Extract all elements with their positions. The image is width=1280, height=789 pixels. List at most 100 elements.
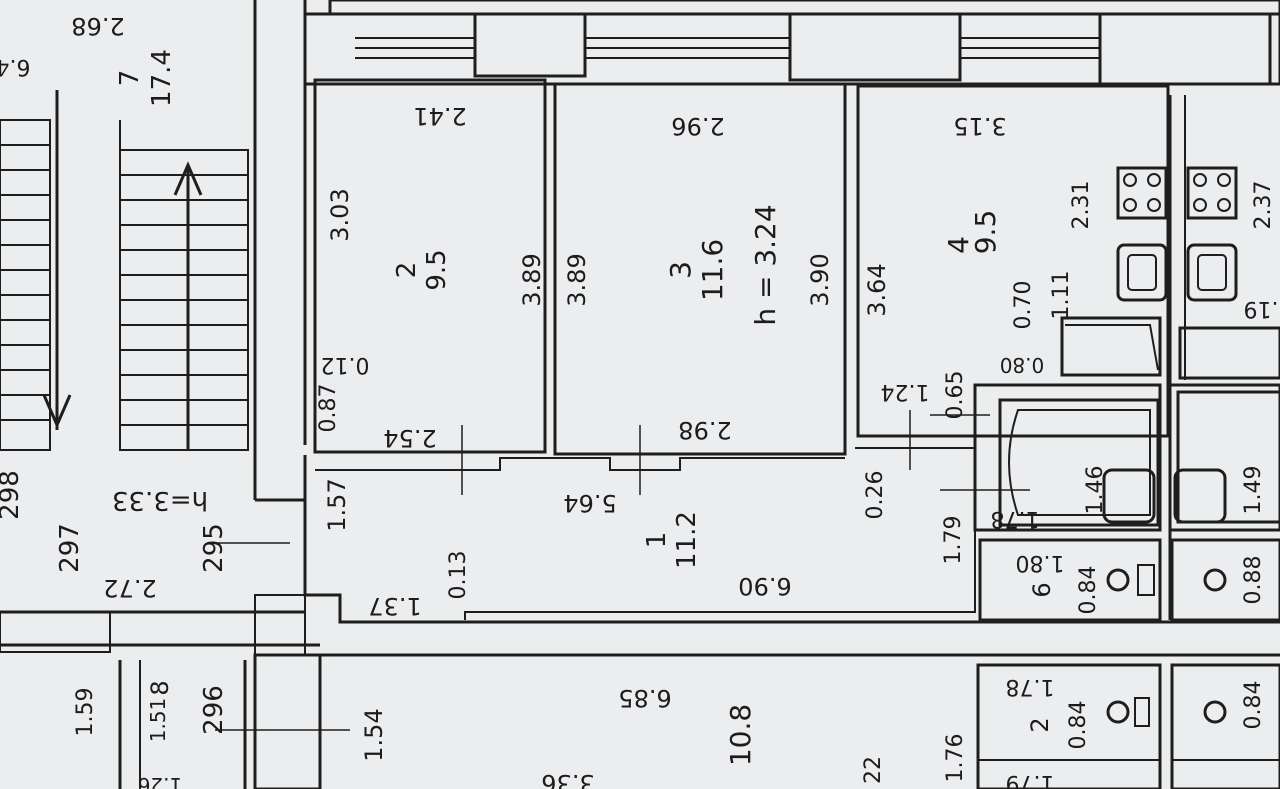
room-2-dim: 2.41 xyxy=(413,102,466,130)
room-1-dim: 0.13 xyxy=(446,551,471,600)
right-dim: 0.88 xyxy=(1241,556,1266,605)
mark: 296 xyxy=(199,685,229,735)
room-2-area: 9.5 xyxy=(422,249,452,290)
washbasin-icon xyxy=(1102,468,1227,524)
right-dim: 1.19 xyxy=(1244,296,1280,321)
room-4-walls xyxy=(856,84,1170,438)
room-2-walls xyxy=(313,78,547,454)
pier-1 xyxy=(473,12,587,78)
stair-area: 17.4 xyxy=(147,49,177,107)
lower-dim: 0.84 xyxy=(1066,701,1091,750)
room-4-dim: 0.80 xyxy=(1000,353,1045,377)
room-2-dim: 0.12 xyxy=(321,352,370,377)
dimension-ticks xyxy=(215,410,1030,731)
window-3 xyxy=(960,37,1100,59)
sink-icon xyxy=(1116,243,1238,302)
room-3-walls xyxy=(553,82,847,456)
room-2-number: 2 xyxy=(392,262,422,279)
mark: 1.59 xyxy=(73,688,98,737)
room-6-dim: 0.84 xyxy=(1076,566,1101,615)
pier-2 xyxy=(788,12,962,82)
staircase xyxy=(0,90,249,451)
stair-labels: 2.68 6.40 7 17.4 h=3.33 2.72 xyxy=(0,12,208,602)
arrow-down-icon xyxy=(42,90,72,430)
room-4: 3.15 3.64 1.24 0.65 0.80 0.70 4 9.5 xyxy=(863,112,1044,419)
right-unit: 2.37 1.19 1.49 0.88 0.84 xyxy=(1241,181,1280,730)
lower-unit: 6.85 10.8 1.54 1.78 0.84 2 3.36 1.79 1.7… xyxy=(360,674,1091,789)
room-2-dim: 3.03 xyxy=(326,188,354,241)
room-3-dim: 2.98 xyxy=(678,416,731,444)
room-5-dim: 1.78 xyxy=(991,506,1040,531)
room-2: 3.03 2.41 3.89 0.12 0.87 2.54 2 9.5 xyxy=(316,102,546,452)
room-1-dim: 0.26 xyxy=(863,471,888,520)
pier-3 xyxy=(1098,12,1272,86)
room-5: 1.11 2.31 1.78 1.46 xyxy=(991,181,1108,531)
room-1: 5.64 6.90 1.57 0.13 1.37 0.26 1.79 1 11.… xyxy=(323,471,966,620)
stair-dim: 2.68 xyxy=(71,12,124,40)
room-3-area: 11.6 xyxy=(696,239,729,301)
room-4-dim: 3.15 xyxy=(953,112,1006,140)
room-3-height: h = 3.24 xyxy=(749,204,782,325)
counter-icon xyxy=(1060,316,1280,380)
mark: 297 xyxy=(55,523,85,573)
bathtub-icon xyxy=(998,390,1280,527)
right-dim: 1.49 xyxy=(1241,466,1266,515)
stair-dim: 2.72 xyxy=(103,574,156,602)
toilet-icon xyxy=(1106,564,1227,727)
room-1-dim: 1.57 xyxy=(323,478,351,531)
room-1-dim: 6.90 xyxy=(738,572,791,600)
stair-dim: 6.40 xyxy=(0,54,30,79)
bath-walls xyxy=(973,383,1162,532)
room-5-dim: 1.46 xyxy=(1083,466,1108,515)
lower-dim: 1.78 xyxy=(1006,674,1055,699)
arrow-up-icon xyxy=(173,161,203,450)
room-4-number: 4 xyxy=(942,236,975,254)
mark: 295 xyxy=(199,523,229,573)
lower-number: 2 xyxy=(1026,717,1054,732)
room-1-dim: 1.37 xyxy=(368,592,421,620)
stove-icon xyxy=(1116,166,1238,220)
room-1-dim: 5.64 xyxy=(563,489,616,517)
room-4-dim: 3.64 xyxy=(863,263,891,316)
room-2-dim: 0.87 xyxy=(316,384,341,433)
mark: 1.51 xyxy=(146,698,170,743)
room-3-dim: 2.96 xyxy=(671,112,724,140)
room-1-area: 11.2 xyxy=(672,511,702,569)
wc-walls xyxy=(978,538,1162,622)
room-2-dim: 3.89 xyxy=(518,253,546,306)
room-5-dim: 2.31 xyxy=(1069,181,1094,230)
room-1-dim: 1.79 xyxy=(941,516,966,565)
top-exterior-wall xyxy=(328,0,1280,16)
room-2-dim: 2.54 xyxy=(383,424,436,452)
room-5-dim: 1.11 xyxy=(1049,271,1074,320)
room-3-dim: 3.89 xyxy=(563,253,591,306)
lower-dim: 22 xyxy=(861,756,886,784)
right-dim: 0.84 xyxy=(1241,681,1266,730)
window-1 xyxy=(355,37,475,59)
room-1-number: 1 xyxy=(642,532,672,549)
room-4-dim: 0.65 xyxy=(943,371,968,420)
fixtures xyxy=(998,166,1280,727)
stair-height: h=3.33 xyxy=(112,485,208,515)
lower-dim: 1.54 xyxy=(360,708,388,761)
room-6-dim: 1.80 xyxy=(1016,550,1065,575)
room-3-dim: 3.90 xyxy=(806,253,834,306)
right-dim: 2.37 xyxy=(1251,181,1276,230)
room-6: 1.80 0.84 6 xyxy=(1016,550,1101,614)
room-4-dim: 1.24 xyxy=(881,379,930,404)
window-2 xyxy=(585,37,790,59)
room-6-number: 6 xyxy=(1028,582,1056,597)
mark: 8 xyxy=(146,680,174,695)
room-4-dim: 0.70 xyxy=(1011,281,1036,330)
mark: 1.26 xyxy=(138,773,183,789)
lower-dim: 1.76 xyxy=(943,734,968,783)
room-3-number: 3 xyxy=(664,261,697,279)
left-marks: 298 297 295 296 1.59 1.51 8 1.26 xyxy=(0,470,229,789)
lower-dim: 1.79 xyxy=(1006,770,1055,789)
room-4-area: 9.5 xyxy=(969,210,1002,255)
mark: 298 xyxy=(0,470,25,520)
lower-dim: 6.85 xyxy=(618,684,671,712)
room-3: 2.96 3.89 3.90 2.98 3 11.6 h = 3.24 xyxy=(563,112,834,444)
